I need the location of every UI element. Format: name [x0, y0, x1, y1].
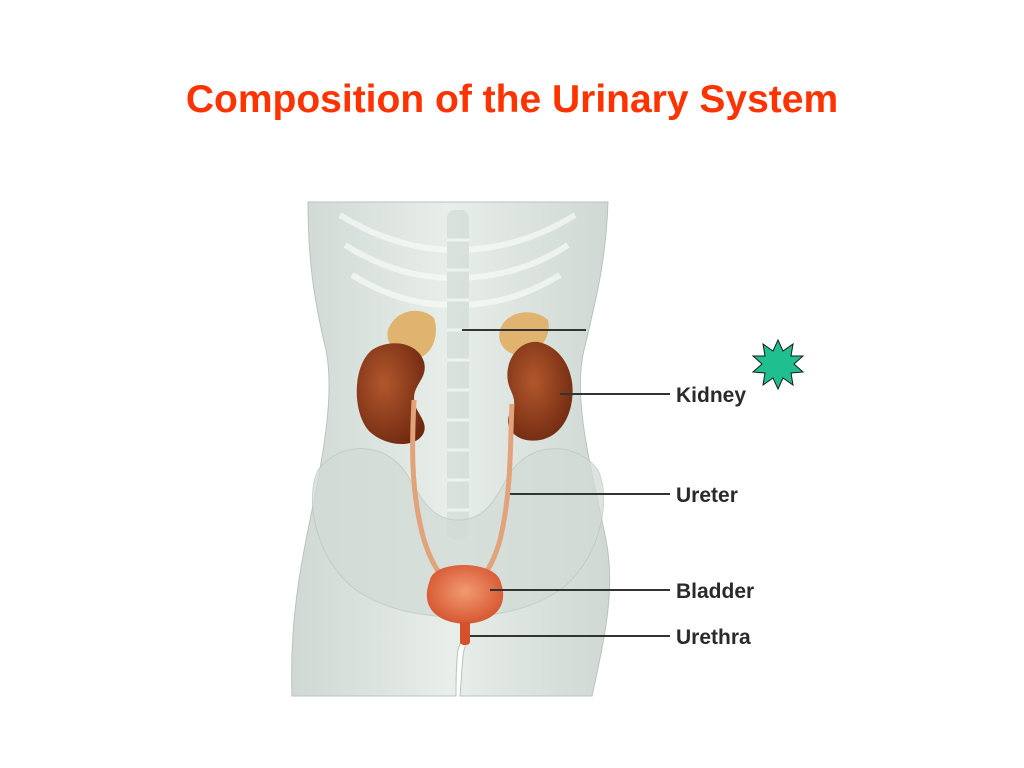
pelvis — [311, 448, 605, 619]
slide-title: Composition of the Urinary System — [185, 78, 839, 121]
label-bladder: Bladder — [676, 580, 754, 603]
urethra — [460, 622, 470, 645]
starburst-icon[interactable] — [751, 338, 805, 391]
label-urethra: Urethra — [676, 626, 751, 649]
bladder — [426, 565, 504, 624]
rib-cage — [338, 212, 577, 308]
spine-segments — [447, 238, 469, 512]
spine — [447, 210, 469, 540]
label-ureter: Ureter — [676, 484, 738, 507]
label-kidney: Kidney — [676, 384, 746, 407]
kidney-left — [356, 343, 425, 444]
kidney-right — [507, 341, 573, 441]
torso — [291, 201, 611, 697]
